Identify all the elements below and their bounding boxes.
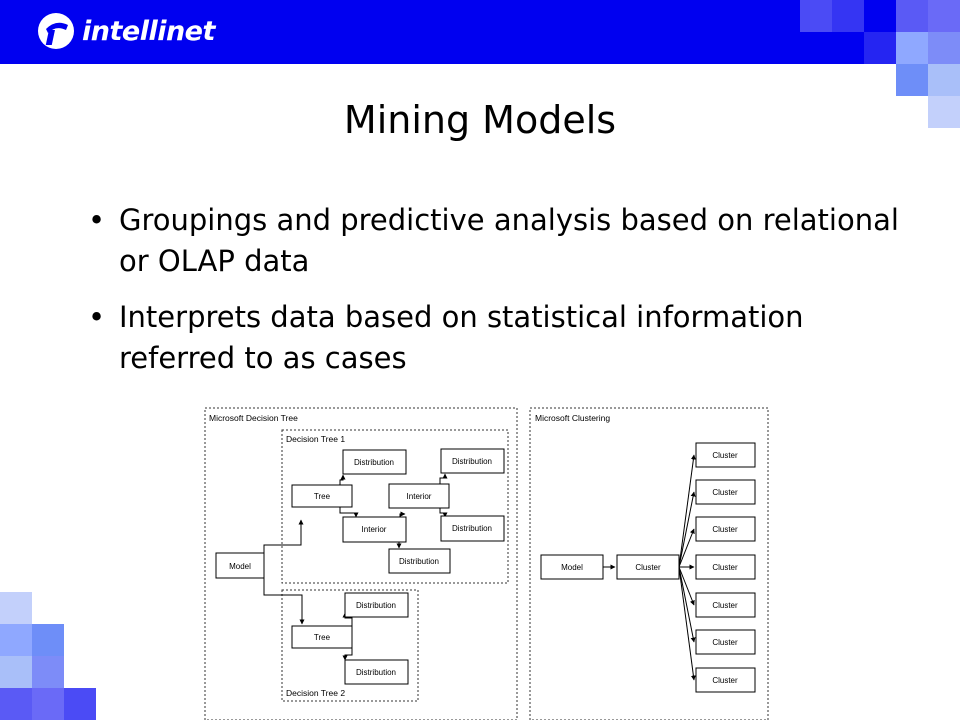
node-label: Tree: [314, 492, 331, 501]
decorative-squares-bottom-left: [0, 580, 100, 720]
decision-tree-1-node-distribution: Distribution: [440, 448, 505, 474]
intellinet-logo-icon: [38, 13, 74, 49]
node-label: Distribution: [452, 524, 492, 533]
clustering-node-cluster: Cluster: [695, 516, 756, 542]
node-label: Model: [229, 562, 251, 571]
node-label: Cluster: [712, 601, 738, 610]
clustering-node-cluster: Cluster: [695, 629, 756, 655]
clustering-connectors: [603, 454, 696, 681]
decision-tree-1-node-tree: Tree: [291, 484, 353, 508]
node-label: Cluster: [712, 488, 738, 497]
clustering-node-cluster: Cluster: [695, 554, 756, 580]
decision-tree-1-label: Decision Tree 1: [286, 434, 345, 444]
decision-tree-1-group: [281, 429, 509, 584]
node-label: Cluster: [712, 638, 738, 647]
logo-wordmark: intellinet: [82, 15, 215, 47]
node-label: Distribution: [356, 601, 396, 610]
node-label: Cluster: [712, 451, 738, 460]
header-bar: intellinet: [0, 0, 960, 64]
node-label: Cluster: [712, 676, 738, 685]
bullet-item: Interprets data based on statistical inf…: [88, 297, 908, 379]
intellinet-logo: intellinet: [36, 11, 215, 51]
clustering-node-cluster: Cluster: [695, 442, 756, 468]
clustering-node-cluster: Cluster: [695, 479, 756, 505]
decision-tree-2-label: Decision Tree 2: [286, 688, 345, 698]
bullet-list: Groupings and predictive analysis based …: [88, 200, 908, 394]
decision-tree-2-node-distribution: Distribution: [344, 592, 409, 618]
mining-models-diagram: Microsoft Decision Tree Decision Tree 1 …: [204, 407, 769, 720]
bullet-item: Groupings and predictive analysis based …: [88, 200, 908, 282]
clustering-node-cluster: Cluster: [695, 667, 756, 693]
node-label: Distribution: [354, 458, 394, 467]
decision-tree-1-node-distribution: Distribution: [440, 515, 505, 542]
decision-tree-1-node-interior: Interior: [342, 516, 407, 543]
decision-tree-1-node-distribution: Distribution: [342, 449, 407, 475]
clustering-node-model: Model: [540, 554, 604, 580]
clustering-panel-label: Microsoft Clustering: [535, 413, 610, 423]
clustering-node-cluster: Cluster: [695, 592, 756, 618]
node-label: Tree: [314, 633, 331, 642]
node-label: Cluster: [712, 525, 738, 534]
decision-tree-2-node-tree: Tree: [291, 625, 353, 649]
node-label: Model: [561, 563, 583, 572]
decision-tree-panel-label: Microsoft Decision Tree: [209, 413, 298, 423]
decision-tree-1-node-interior: Interior: [388, 483, 450, 509]
node-label: Cluster: [712, 563, 738, 572]
decision-tree-node-model: Model: [215, 552, 265, 579]
slide-title: Mining Models: [343, 98, 617, 142]
decision-tree-1-node-distribution: Distribution: [388, 548, 451, 574]
node-label: Cluster: [635, 563, 661, 572]
node-label: Distribution: [452, 457, 492, 466]
decision-tree-2-group: [281, 589, 419, 702]
clustering-node-hub: Cluster: [616, 554, 680, 580]
decision-tree-2-node-distribution: Distribution: [344, 659, 409, 685]
node-label: Distribution: [356, 668, 396, 677]
node-label: Interior: [407, 492, 432, 501]
node-label: Interior: [362, 525, 387, 534]
node-label: Distribution: [399, 557, 439, 566]
